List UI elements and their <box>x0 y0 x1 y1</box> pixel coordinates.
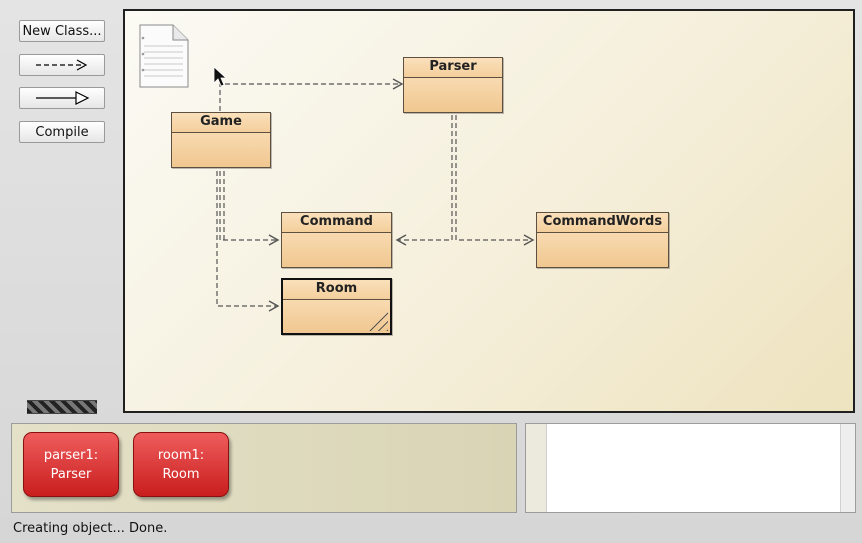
status-bar: Creating object... Done. <box>13 521 168 536</box>
class-name: Game <box>172 113 270 133</box>
compile-button[interactable]: Compile <box>19 121 105 143</box>
dependency-arrows <box>213 66 535 312</box>
class-name: Room <box>283 280 390 300</box>
mouse-cursor-icon <box>213 66 228 87</box>
machine-activity-indicator <box>27 400 97 414</box>
new-dependency-arrow-button[interactable] <box>19 54 105 76</box>
class-commandwords[interactable]: CommandWords <box>536 212 669 268</box>
class-name: Parser <box>404 58 502 78</box>
object-room1[interactable]: room1: Room <box>133 432 229 497</box>
object-parser1[interactable]: parser1: Parser <box>23 432 119 497</box>
code-pad[interactable] <box>525 423 856 513</box>
dashed-arrow-icon <box>36 59 88 71</box>
class-name: CommandWords <box>537 213 668 233</box>
arrow-game-command <box>219 171 276 241</box>
arrow-game-room <box>216 171 276 307</box>
new-inheritance-arrow-button[interactable] <box>19 87 105 109</box>
class-room[interactable]: Room <box>281 278 392 335</box>
object-type: Room <box>162 466 200 482</box>
arrow-parser-commandwords <box>455 115 531 241</box>
object-bench[interactable]: parser1: Parser room1: Room <box>11 423 517 513</box>
object-type: Parser <box>50 466 92 482</box>
inheritance-arrow-icon <box>36 91 90 105</box>
code-pad-scrollbar[interactable] <box>840 424 855 512</box>
class-command[interactable]: Command <box>281 212 392 268</box>
class-game[interactable]: Game <box>171 112 271 168</box>
arrow-parser-command <box>398 115 453 241</box>
new-class-button[interactable]: New Class... <box>19 20 105 42</box>
class-diagram[interactable]: Game Parser Command CommandWords Room <box>123 9 855 413</box>
class-parser[interactable]: Parser <box>403 57 503 113</box>
document-icon[interactable] <box>139 24 189 88</box>
object-label: parser1: <box>43 447 99 463</box>
arrow-game-parser <box>219 83 401 111</box>
object-label: room1: <box>157 447 205 463</box>
class-name: Command <box>282 213 391 233</box>
code-pad-gutter <box>526 424 547 512</box>
